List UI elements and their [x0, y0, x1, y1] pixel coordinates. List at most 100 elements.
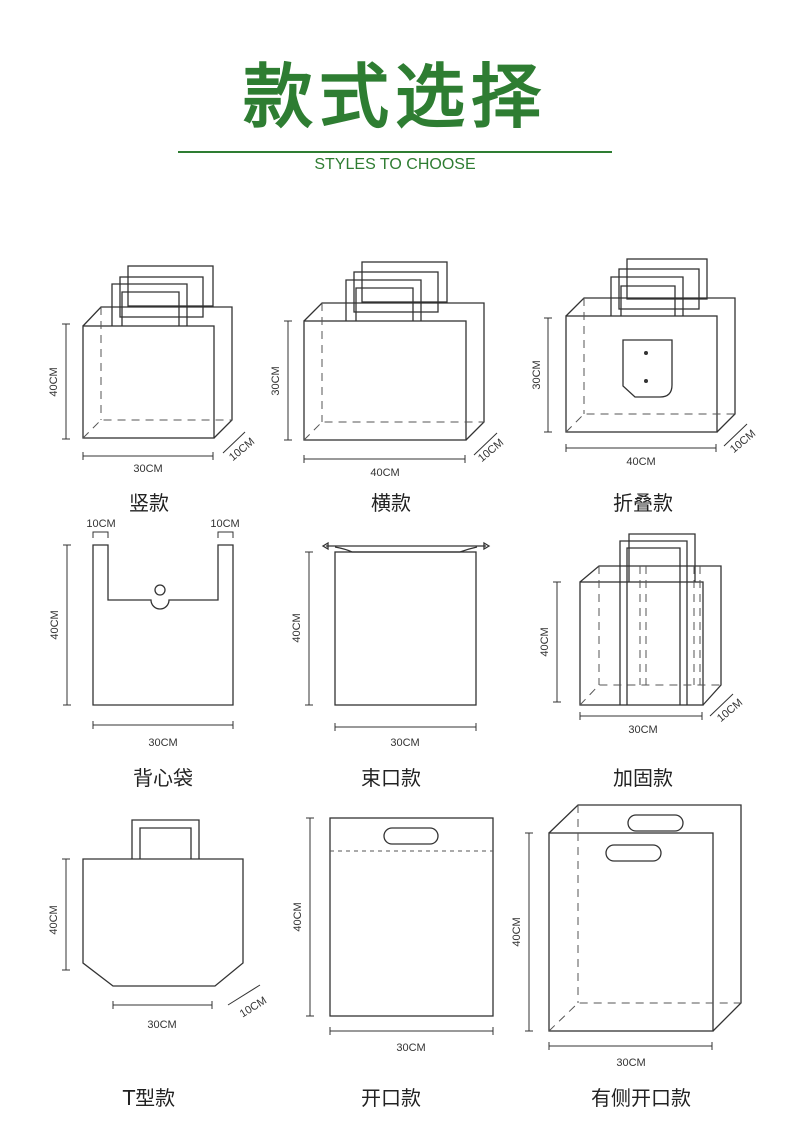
- bag-reinforced-height-label: 40CM: [539, 627, 551, 656]
- bag-t-shape-height-dim: [62, 858, 70, 971]
- bag-vest-right-handle-dim: [217, 531, 234, 538]
- page-title: 款式选择: [243, 56, 547, 138]
- bag-foldable-pocket: [622, 339, 673, 398]
- style-label-reinforced: 加固款: [613, 766, 673, 790]
- bag-horizontal-height-dim: [284, 320, 292, 441]
- bag-horizontal-depth-dim: [473, 432, 498, 456]
- bag-foldable-button-top: [644, 351, 648, 355]
- bag-reinforced-back-handle: [628, 533, 696, 582]
- bag-die-cut: 40CM 30CM: [292, 817, 494, 1054]
- bag-gusset-die-cut-width-dim: [548, 1042, 713, 1050]
- style-label-die-cut: 开口款: [361, 1086, 421, 1110]
- style-label-foldable: 折叠款: [613, 491, 673, 515]
- title-divider: [178, 151, 612, 153]
- bag-drawstring-gather: [334, 546, 478, 553]
- bag-gusset-die-cut-back-handle-hole: [627, 814, 684, 832]
- bag-drawstring-width-label: 30CM: [390, 737, 419, 749]
- bag-vertical-back-edges: [82, 306, 233, 439]
- bag-foldable-front-handle: [610, 276, 684, 316]
- bag-vertical-back-handle: [127, 265, 214, 307]
- bag-t-shape-width-label: 30CM: [147, 1019, 176, 1031]
- bag-reinforced-depth-dim: [709, 693, 734, 717]
- bag-horizontal-width-dim: [303, 455, 466, 463]
- bag-vertical-height-dim: [62, 323, 70, 440]
- bag-reinforced-depth-label: 10CM: [715, 697, 745, 725]
- bag-vest-left-handle-dim: [92, 531, 109, 538]
- bag-vertical-hidden-edges: [82, 307, 232, 439]
- bag-die-cut-body: [329, 817, 494, 1017]
- bag-horizontal-hidden-edges: [303, 303, 484, 441]
- style-label-vest: 背心袋: [133, 766, 193, 790]
- bag-foldable-button-bottom: [644, 379, 648, 383]
- bag-vertical-depth-dim: [222, 431, 246, 454]
- bag-foldable-depth-label: 10CM: [728, 428, 758, 456]
- bag-vertical-front-handle: [111, 283, 188, 326]
- bag-vest-outline: [92, 544, 234, 706]
- bag-reinforced-height-dim: [553, 581, 561, 703]
- bag-vertical-width-label: 30CM: [133, 463, 162, 475]
- style-label-t-shape: T型款: [122, 1086, 176, 1110]
- bag-foldable-back-handle-inner: [618, 268, 700, 310]
- bag-drawstring-height-label: 40CM: [291, 613, 303, 642]
- bag-foldable-width-dim: [565, 444, 717, 452]
- bag-foldable: 30CM 40CM 10CM: [531, 258, 758, 468]
- bag-horizontal-front-panel: [303, 320, 467, 441]
- bag-gusset-die-cut-height-dim: [525, 832, 533, 1032]
- bag-drawstring-height-dim: [305, 551, 313, 706]
- bag-vertical-back-handle-inner: [119, 276, 204, 318]
- bag-gusset-die-cut-front-panel: [548, 832, 714, 1032]
- bag-reinforced-front-handle: [619, 540, 688, 705]
- style-label-horizontal: 横款: [371, 491, 411, 515]
- bag-t-shape-body: [82, 858, 244, 987]
- bag-die-cut-handle-hole: [383, 827, 439, 845]
- bag-reinforced-width-label: 30CM: [628, 724, 657, 736]
- bag-vertical-width-dim: [82, 452, 214, 460]
- bag-vest-width-label: 30CM: [148, 737, 177, 749]
- bag-die-cut-width-label: 30CM: [396, 1042, 425, 1054]
- bag-foldable-depth-dim: [723, 423, 748, 447]
- bag-foldable-height-label: 30CM: [531, 360, 543, 389]
- style-label-vertical: 竖款: [129, 491, 169, 515]
- bag-reinforced: 40CM 30CM 10CM: [539, 533, 745, 736]
- bag-t-shape-height-label: 40CM: [48, 905, 60, 934]
- bag-horizontal-front-handle: [345, 279, 422, 321]
- bag-reinforced-front-panel: [579, 581, 704, 706]
- bag-vest-left-handle-label: 10CM: [86, 518, 115, 530]
- bag-vertical-height-label: 40CM: [48, 367, 60, 396]
- bag-gusset-die-cut-width-label: 30CM: [616, 1057, 645, 1069]
- bag-t-shape: 40CM 30CM 10CM: [48, 819, 269, 1031]
- bag-vest-height-dim: [63, 544, 71, 706]
- bag-gusset-die-cut-hidden-edges: [548, 805, 741, 1032]
- bag-foldable-height-dim: [544, 317, 552, 433]
- bag-die-cut-height-dim: [306, 817, 314, 1017]
- bag-foldable-width-label: 40CM: [626, 456, 655, 468]
- bag-foldable-back-edges: [565, 297, 736, 433]
- bag-vest: 10CM 10CM 40CM 30CM: [49, 518, 240, 749]
- bag-reinforced-rear-straps: [639, 566, 701, 685]
- bag-reinforced-back-edges: [579, 565, 722, 706]
- bag-drawstring-body: [334, 551, 477, 706]
- bag-t-shape-handle: [131, 819, 200, 859]
- bag-reinforced-width-dim: [579, 712, 703, 720]
- bag-horizontal-depth-label: 10CM: [476, 437, 506, 465]
- bag-vertical: 40CM 30CM 10CM: [48, 265, 257, 475]
- style-label-gusset-die-cut: 有侧开口款: [591, 1086, 691, 1110]
- bag-drawstring: 40CM 30CM: [291, 541, 491, 749]
- bag-drawstring-cord-ends: [321, 541, 491, 551]
- bag-die-cut-height-label: 40CM: [292, 902, 304, 931]
- bag-gusset-die-cut-back-edges: [548, 804, 742, 1032]
- bag-vest-width-dim: [92, 721, 234, 729]
- style-label-drawstring: 束口款: [361, 766, 421, 790]
- bag-vest-right-handle-label: 10CM: [210, 518, 239, 530]
- bag-vertical-depth-label: 10CM: [227, 436, 257, 464]
- bag-gusset-die-cut: 40CM 30CM: [511, 804, 742, 1069]
- bag-gusset-die-cut-front-handle-hole: [605, 844, 662, 862]
- bag-horizontal-width-label: 40CM: [370, 467, 399, 479]
- bag-vest-hang-hole: [154, 584, 166, 596]
- bag-vertical-front-panel: [82, 325, 215, 439]
- bag-reinforced-hidden-edges: [579, 566, 721, 706]
- bag-die-cut-width-dim: [329, 1027, 494, 1035]
- page-subtitle: STYLES TO CHOOSE: [314, 156, 476, 173]
